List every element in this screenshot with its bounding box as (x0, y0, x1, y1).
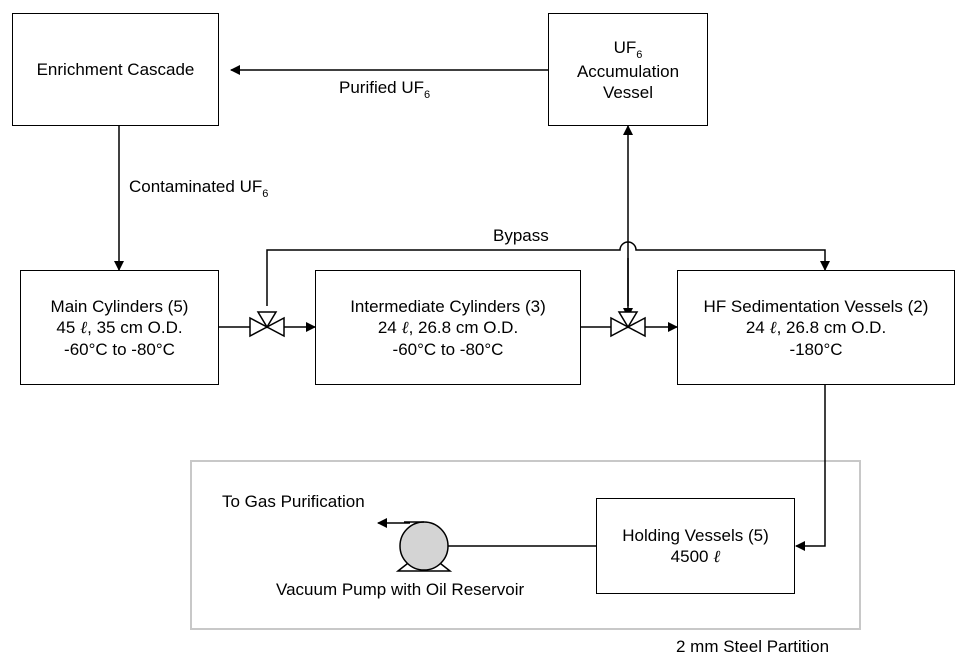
valve-1-icon[interactable] (249, 311, 285, 338)
vacuum-pump-label: Vacuum Pump with Oil Reservoir (276, 580, 525, 599)
enrichment-cascade-box[interactable]: Enrichment Cascade (12, 13, 219, 126)
enrichment-cascade-label: Enrichment Cascade (36, 60, 195, 79)
bypass-label: Bypass (493, 226, 549, 245)
vacuum-pump-icon (395, 521, 453, 572)
intermediate-cylinders-title: Intermediate Cylinders (3) (350, 296, 546, 316)
intermediate-cylinders-temp: -60°C to -80°C (392, 339, 504, 359)
hf-sedimentation-box[interactable]: HF Sedimentation Vessels (2) 24 ℓ, 26.8 … (677, 270, 955, 385)
intermediate-cylinders-spec: 24 ℓ, 26.8 cm O.D. (377, 317, 519, 338)
hf-sedimentation-temp: -180°C (789, 339, 843, 359)
accumulation-vessel-line2: Accumulation (576, 61, 680, 81)
contaminated-uf6-label: Contaminated UF6 (129, 177, 269, 200)
hf-sedimentation-title: HF Sedimentation Vessels (2) (703, 296, 929, 316)
purified-uf6-label: Purified UF6 (339, 78, 431, 101)
main-cylinders-box[interactable]: Main Cylinders (5) 45 ℓ, 35 cm O.D. -60°… (20, 270, 219, 385)
valve-2-icon[interactable] (610, 311, 646, 338)
holding-vessels-spec: 4500 ℓ (670, 546, 721, 567)
accumulation-vessel-box[interactable]: UF6 Accumulation Vessel (548, 13, 708, 126)
main-cylinders-temp: -60°C to -80°C (64, 339, 175, 359)
accumulation-vessel-line1: UF6 (613, 37, 643, 61)
intermediate-cylinders-box[interactable]: Intermediate Cylinders (3) 24 ℓ, 26.8 cm… (315, 270, 581, 385)
steel-partition-label: 2 mm Steel Partition (676, 637, 830, 656)
holding-vessels-title: Holding Vessels (5) (622, 525, 769, 545)
hf-to-holding-line (795, 385, 826, 551)
main-cylinders-spec: 45 ℓ, 35 cm O.D. (56, 317, 183, 338)
steel-partition-outline (190, 460, 861, 630)
holding-vessels-box[interactable]: Holding Vessels (5) 4500 ℓ (596, 498, 795, 594)
main-cylinders-title: Main Cylinders (5) (50, 296, 189, 316)
hf-sedimentation-spec: 24 ℓ, 26.8 cm O.D. (745, 317, 887, 338)
accumulation-vessel-line3: Vessel (602, 82, 654, 102)
to-gas-purification-label: To Gas Purification (222, 492, 365, 511)
